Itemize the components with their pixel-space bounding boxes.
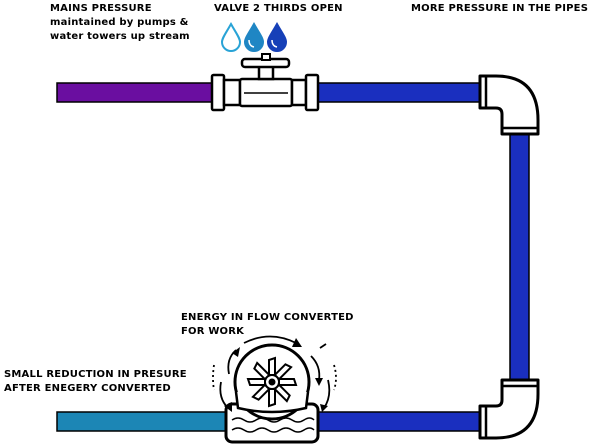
mains-pressure-label: MAINS PRESSURE maintained by pumps & wat…: [50, 2, 190, 44]
mains-inlet-pipe: [56, 82, 218, 103]
bottom-pressure-pipe: [317, 411, 491, 432]
mains-pressure-title: MAINS PRESSURE: [50, 3, 152, 14]
pipe-elbow-icon: [478, 74, 540, 136]
reduction-line-2: AFTER ENEGERY CONVERTED: [4, 383, 171, 394]
valve-label-text: VALVE 2 THIRDS OPEN: [214, 3, 343, 14]
outlet-pipe: [56, 411, 233, 432]
water-drop-outline-icon: [220, 21, 242, 52]
more-pressure-text: MORE PRESSURE IN THE PIPES: [411, 3, 589, 14]
top-pressure-pipe: [317, 82, 489, 103]
energy-label: ENERGY IN FLOW CONVERTED FOR WORK: [181, 311, 354, 339]
energy-line-2: FOR WORK: [181, 326, 245, 337]
reduction-line-1: SMALL REDUCTION IN PRESURE: [4, 369, 187, 380]
gate-valve-icon: [210, 53, 320, 112]
more-pressure-label: MORE PRESSURE IN THE PIPES: [411, 2, 588, 16]
rotation-arrows-icon: [212, 335, 337, 412]
valve-label: VALVE 2 THIRDS OPEN: [214, 2, 343, 16]
water-wheel-icon: [224, 343, 320, 444]
mains-pressure-line-2: water towers up stream: [50, 31, 190, 42]
mains-pressure-line-1: maintained by pumps &: [50, 17, 189, 28]
pipe-elbow-icon: [478, 378, 540, 440]
vertical-pressure-pipe: [509, 131, 530, 387]
drop-highlight: [248, 39, 255, 48]
reduction-label: SMALL REDUCTION IN PRESURE AFTER ENEGERY…: [4, 368, 187, 396]
energy-line-1: ENERGY IN FLOW CONVERTED: [181, 312, 354, 323]
drop-highlight: [271, 39, 278, 48]
